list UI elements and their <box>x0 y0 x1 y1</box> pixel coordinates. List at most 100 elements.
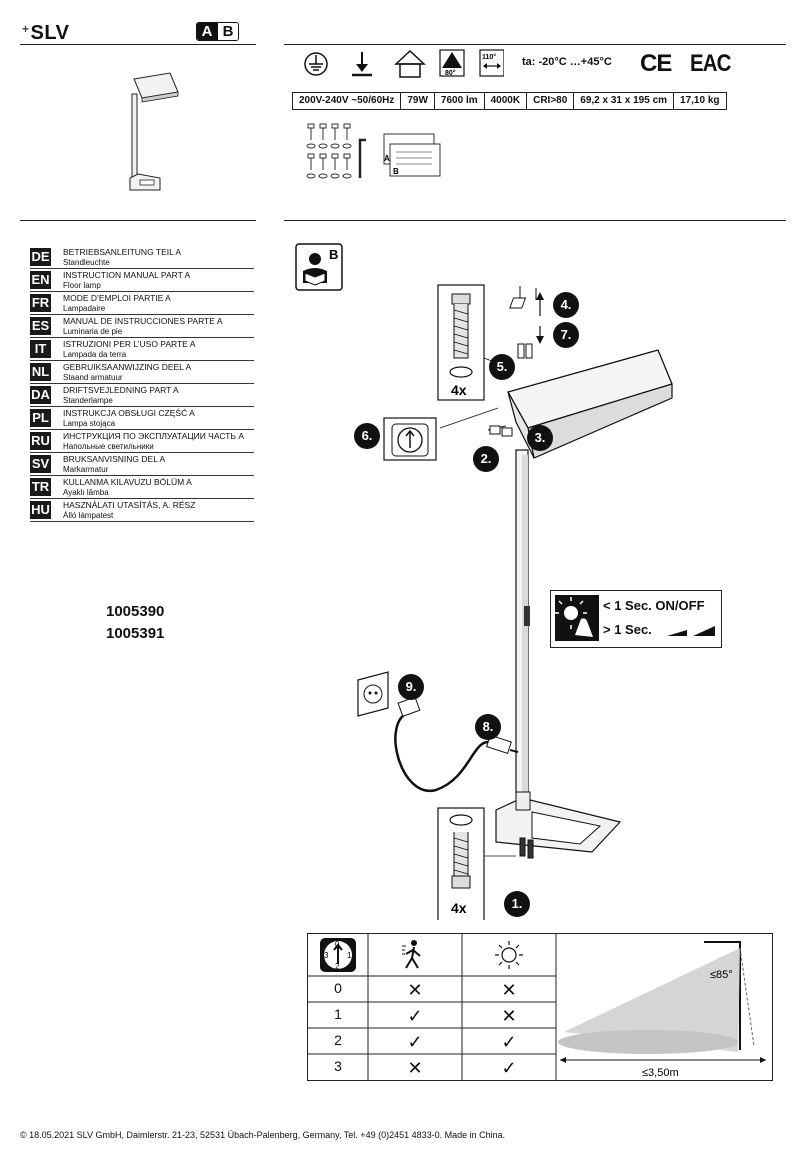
header-divider-right <box>284 44 786 45</box>
table-mode-value: 3 <box>334 1058 342 1074</box>
dial-label-1: 1 <box>347 951 352 960</box>
language-subtitle: Standleuchte <box>63 258 110 267</box>
language-subtitle: Lampada da terra <box>63 350 127 359</box>
language-code: ES <box>30 317 51 335</box>
spec-table: 200V-240V ~50/60Hz 79W 7600 lm 4000K CRI… <box>292 92 727 110</box>
symbol-row: 80° 110° <box>304 49 504 78</box>
language-subtitle: Álló lámpatest <box>63 511 114 520</box>
spec-lumen: 7600 lm <box>435 93 485 109</box>
step-4: 4. <box>553 292 579 318</box>
language-subtitle: Lampa stojąca <box>63 419 116 428</box>
screws-group <box>306 123 352 179</box>
spec-color-temp: 4000K <box>485 93 528 109</box>
language-subtitle: Staand armatuur <box>63 373 123 382</box>
table-motion-value: ✓ <box>407 1006 423 1026</box>
bottom-screw-count: 4x <box>451 900 467 916</box>
language-code: IT <box>30 340 51 358</box>
language-code: SV <box>30 455 51 473</box>
dial-icon: 0 1 2 3 <box>320 938 356 972</box>
language-code: DA <box>30 386 51 404</box>
table-motion-value: ✓ <box>407 1032 423 1052</box>
language-title: INSTRUCTION MANUAL PART A <box>63 270 191 280</box>
read-manual-b-icon: B <box>295 243 343 291</box>
temperature-range: ta: -20°C …+45°C <box>522 56 612 68</box>
part-a-label: A <box>197 23 217 40</box>
language-subtitle: Floor lamp <box>63 281 101 290</box>
language-title: MANUAL DE INSTRUCCIONES PARTE A <box>63 316 223 326</box>
bottom-screw-detail: 4x <box>437 807 485 920</box>
language-title: BRUKSANVISNING DEL A <box>63 454 166 464</box>
footer-copyright: © 18.05.2021 SLV GmbH, Daimlerstr. 21-23… <box>20 1130 506 1140</box>
table-motion-value: ✕ <box>407 980 423 1000</box>
dim-ramp-icon <box>667 626 715 636</box>
ground-icon <box>304 52 328 76</box>
step-9: 9. <box>398 674 424 700</box>
step-2: 2. <box>473 446 499 472</box>
language-subtitle: Markarmatur <box>63 465 109 474</box>
table-daylight-value: ✓ <box>501 1058 517 1078</box>
base-screws <box>519 837 534 859</box>
table-mode-value: 0 <box>334 980 342 996</box>
language-subtitle: Напольные светильники <box>63 442 154 451</box>
manual-b-label: B <box>393 167 399 176</box>
beam-80-label: 80° <box>445 69 456 77</box>
language-title: BETRIEBSANLEITUNG TEIL A <box>63 247 182 257</box>
language-subtitle: Lampadaire <box>63 304 106 313</box>
distance-label: ≤3,50m <box>642 1067 679 1079</box>
manual-icon: A B <box>383 133 441 177</box>
table-daylight-value: ✕ <box>501 980 517 1000</box>
cable-connector <box>489 425 513 437</box>
table-motion-value: ✕ <box>407 1058 423 1078</box>
header-divider-left <box>20 44 256 45</box>
dial-detail <box>383 417 437 461</box>
top-screw-count: 4x <box>451 382 467 398</box>
sensor-mode-table: 0 1 2 3 ≤85° ≤3,50m 0✕✕1✓✕2✓✓3✕✓ <box>307 933 773 1081</box>
step-1: 1. <box>504 891 530 917</box>
power-cable <box>394 696 519 793</box>
brand-name: SLV <box>30 22 70 44</box>
sensor-button[interactable] <box>524 606 530 626</box>
step-3: 3. <box>527 425 553 451</box>
language-code: FR <box>30 294 51 312</box>
language-code: NL <box>30 363 51 381</box>
article-number-2: 1005391 <box>106 625 165 642</box>
language-title: MODE D’EMPLOI PARTIE A <box>63 293 171 303</box>
sensor-info-box: < 1 Sec. ON/OFF > 1 Sec. <box>550 590 722 648</box>
lamp-base <box>495 791 622 853</box>
language-title: ISTRUZIONI PER L’USO PARTE A <box>63 339 196 349</box>
lamp-pole <box>515 449 530 799</box>
language-code: EN <box>30 271 51 289</box>
language-code: DE <box>30 248 51 266</box>
step-6: 6. <box>354 423 380 449</box>
section-divider-left <box>20 220 256 221</box>
wall-socket <box>357 671 389 717</box>
included-parts: A B <box>306 123 441 179</box>
eac-mark: EAC <box>690 50 731 77</box>
beam-80-icon: 80° <box>439 49 465 77</box>
table-mode-value: 1 <box>334 1006 342 1022</box>
detection-diagram: ≤85° ≤3,50m <box>558 941 766 1079</box>
step-5: 5. <box>489 354 515 380</box>
table-daylight-value: ✓ <box>501 1032 517 1052</box>
language-title: GEBRUIKSAANWIJZING DEEL A <box>63 362 192 372</box>
top-screw-detail: 4x <box>437 284 485 401</box>
daylight-icon <box>495 941 523 969</box>
